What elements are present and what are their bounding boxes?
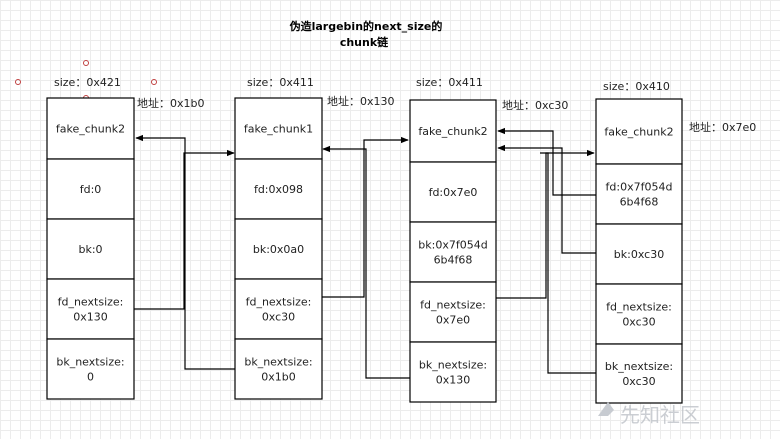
chunk-field-box [595, 223, 683, 285]
link-fd-nextsize-0-to-1 [134, 149, 235, 310]
chunk-size-label: size：0x411 [416, 76, 483, 89]
chunk-field-text: 0x130 [73, 311, 108, 324]
chunk-field-box [46, 338, 135, 400]
chunk-field-text: fd_nextsize: [246, 296, 312, 309]
chunk-field-text: fake_chunk2 [418, 125, 487, 138]
chunk-field-box [409, 99, 497, 163]
chunk-field-text: fd_nextsize: [606, 301, 672, 314]
chunk-field-text: fake_chunk2 [604, 126, 673, 139]
chunk-3: size：0x410 地址：0x7e0 fake_chunk2 fd:0x7f054d… [595, 80, 756, 404]
chunk-field-box [595, 98, 683, 165]
chunk-field-box [595, 163, 683, 225]
chunk-field-box [234, 278, 323, 340]
chunk-field-box [46, 278, 135, 340]
chunk-field-text: 0xc30 [622, 375, 655, 388]
chunk-field-box [46, 158, 135, 220]
chunk-field-text: bk:0xc30 [614, 248, 664, 261]
watermark-text: 先知社区 [620, 403, 700, 427]
chunk-address-label: 地址：0x1b0 [137, 96, 205, 110]
chunk-field-text: bk:0 [78, 243, 102, 256]
link-bk-nextsize-2-to-1 [322, 145, 410, 379]
chunk-field-text: fake_chunk1 [244, 123, 313, 136]
chunk-field-text: bk_nextsize: [605, 360, 673, 373]
chunk-address-label: 地址：0xc30 [502, 98, 568, 112]
selection-handle [83, 60, 89, 66]
chunk-field-box [595, 343, 683, 404]
chunk-size-label: size：0x411 [247, 76, 314, 89]
link-bk-3-to-2 [497, 144, 596, 254]
chunk-field-text: fd:0x7f054d [606, 181, 673, 194]
chunk-0: size：0x421 地址：0x1b0 fake_chunk2 fd:0 bk:0 fd_… [46, 76, 205, 400]
link-bk-nextsize-1-to-0 [135, 134, 235, 370]
chunk-field-text: 0xc30 [262, 311, 295, 324]
watermark: 先知社区 [598, 402, 700, 427]
chunk-field-box [234, 218, 323, 280]
watermark-logo-icon [598, 402, 614, 416]
chunk-field-text: 0xc30 [622, 316, 655, 329]
chunk-field-text: bk_nextsize: [419, 359, 487, 372]
chunk-2: size：0x411 地址：0xc30 fake_chunk2 fd:0x7e0 bk:… [409, 76, 568, 403]
selection-handle [151, 79, 157, 85]
link-fd-3-to-2 [497, 127, 596, 196]
chunk-field-text: 6b4f68 [620, 196, 659, 209]
chunk-field-text: fake_chunk2 [56, 123, 125, 136]
chunk-field-text: fd:0 [80, 183, 102, 196]
link-fd-nextsize-2-to-3 [496, 149, 595, 299]
chunk-field-box [46, 218, 135, 280]
chunk-field-text: bk_nextsize: [56, 356, 124, 369]
chunk-field-box [409, 281, 497, 343]
chunk-address-label: 地址：0x7e0 [689, 120, 756, 134]
chunk-field-text: fd_nextsize: [420, 299, 486, 312]
chunk-field-text: bk:0x7f054d [418, 239, 487, 252]
link-bk-nextsize-3-to-2 [540, 152, 596, 374]
chunk-size-label: size：0x410 [603, 80, 670, 93]
chunk-field-text: fd_nextsize: [58, 296, 124, 309]
diagram-title-line2: chunk链 [340, 35, 389, 49]
chunk-size-label: size：0x421 [54, 76, 121, 89]
chunk-field-box [409, 161, 497, 223]
chunk-field-text: 0x1b0 [261, 371, 296, 384]
pointer-links [134, 127, 596, 379]
chunk-field-box [409, 341, 497, 403]
chunk-field-box [234, 97, 323, 160]
chunk-field-box [234, 338, 323, 400]
chunk-field-text: 0x7e0 [436, 314, 470, 327]
chunk-address-label: 地址：0x130 [327, 94, 395, 108]
chunk-field-text: 0 [87, 371, 94, 384]
chunk-field-text: fd:0x7e0 [429, 186, 478, 199]
selection-handle [15, 79, 21, 85]
chunk-group: size：0x421 地址：0x1b0 fake_chunk2 fd:0 bk:0 fd_… [46, 76, 756, 404]
link-fd-nextsize-1-to-2 [322, 136, 409, 298]
chunk-field-text: 0x130 [436, 374, 471, 387]
chunk-field-box [409, 221, 497, 283]
chunk-field-text: bk:0x0a0 [253, 243, 304, 256]
chunk-field-text: bk_nextsize: [244, 356, 312, 369]
chunk-1: size：0x411 地址：0x130 fake_chunk1 fd:0x098 bk:… [234, 76, 395, 400]
diagram-title-line1: 伪造largebin的next_size的 [289, 19, 443, 33]
chunk-field-box [595, 283, 683, 345]
chunk-field-text: 6b4f68 [434, 254, 473, 267]
chunk-field-text: fd:0x098 [254, 183, 303, 196]
